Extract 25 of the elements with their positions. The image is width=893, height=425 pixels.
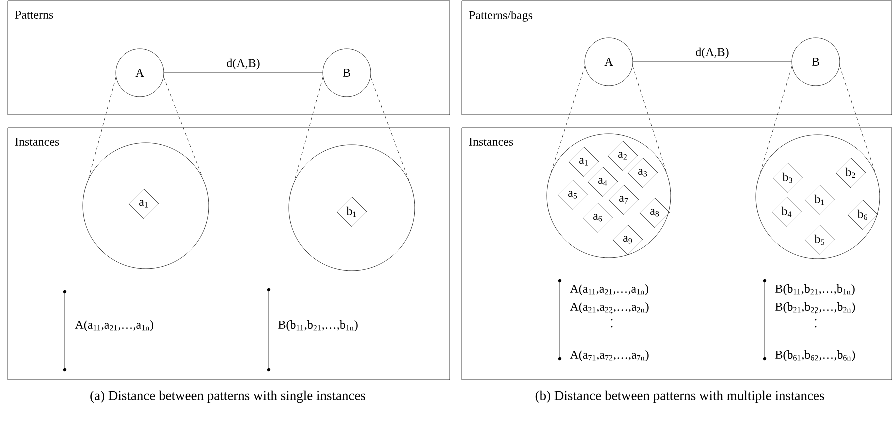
dashed-line bbox=[88, 77, 116, 180]
instance-circle bbox=[82, 142, 210, 270]
dashed-line bbox=[294, 77, 324, 182]
instance-circle bbox=[288, 144, 416, 272]
tuple-label: B(b$_{61}$,b$_{62}$,…,b$_{6n}$) bbox=[776, 350, 856, 362]
connector-line bbox=[164, 72, 323, 74]
tuple-label: B(b$_{11}$,b$_{21}$,…,b$_{1n}$) bbox=[278, 320, 358, 332]
tuple-label: A(a$_{21}$,a$_{22}$,…,a$_{2n}$) bbox=[570, 302, 649, 314]
dashed-line bbox=[551, 66, 586, 173]
caption: (a) Distance between patterns with single instances bbox=[90, 390, 366, 404]
dashed-line bbox=[370, 77, 410, 182]
tuple-label: B(b$_{21}$,b$_{22}$,…,b$_{2n}$) bbox=[776, 302, 856, 314]
tuple-label: B(b$_{11}$,b$_{21}$,…,b$_{1n}$) bbox=[776, 284, 855, 296]
dashed-line bbox=[760, 66, 792, 174]
tuple-label: A(a$_{11}$,a$_{21}$,…,a$_{1n}$) bbox=[570, 284, 649, 296]
dashed-line bbox=[632, 66, 667, 173]
dashed-line bbox=[840, 66, 876, 174]
instance-circle bbox=[546, 134, 672, 258]
edge-label: d(A,B) bbox=[227, 58, 260, 70]
tuple-label: A(a$_{71}$,a$_{72}$,…,a$_{7n}$) bbox=[570, 350, 649, 362]
tuple-label: A(a$_{11}$,a$_{21}$,…,a$_{1n}$) bbox=[75, 320, 154, 332]
edge-label: d(A,B) bbox=[696, 48, 729, 59]
dashed-line bbox=[164, 77, 204, 180]
caption: (b) Distance between patterns with multiple instances bbox=[536, 390, 824, 404]
instance-circle bbox=[756, 134, 880, 260]
